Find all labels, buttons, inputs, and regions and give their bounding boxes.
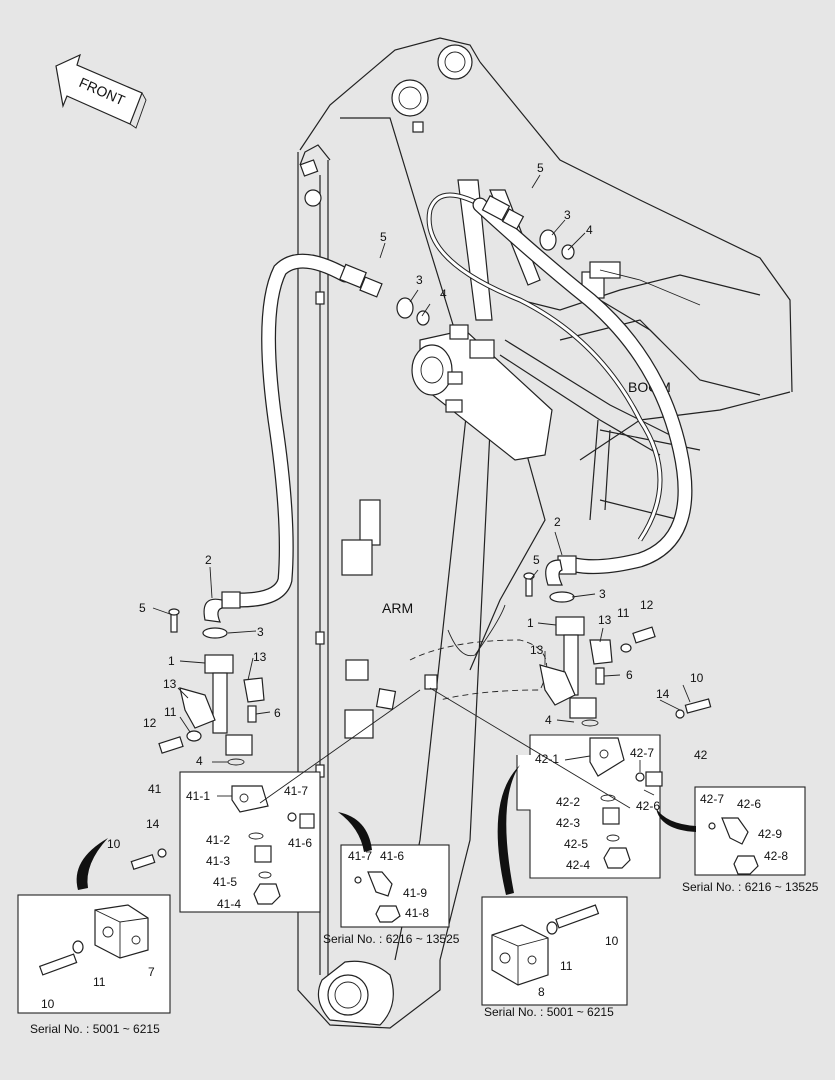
callout-4: 4 [196, 754, 203, 768]
callout-42-7: 42-7 [700, 792, 724, 806]
callout-13: 13 [530, 643, 544, 657]
callout-42-6: 42-6 [737, 797, 761, 811]
callout-7: 7 [148, 965, 155, 979]
callout-41-8: 41-8 [405, 906, 429, 920]
callout-labels: 5 3 4 5 3 4 2 5 3 1 13 13 11 6 12 4 41 4… [41, 161, 788, 1011]
callout-10: 10 [605, 934, 619, 948]
callout-13: 13 [598, 613, 612, 627]
callout-6: 6 [626, 668, 633, 682]
callout-13: 13 [253, 650, 267, 664]
callout-11: 11 [560, 959, 573, 973]
callout-3: 3 [257, 625, 264, 639]
callout-42-4: 42-4 [566, 858, 590, 872]
arm-structure [297, 37, 793, 1029]
hose-left [203, 253, 430, 623]
callout-10: 10 [41, 997, 55, 1011]
callout-4: 4 [586, 223, 593, 237]
callout-42-1: 42-1 [535, 752, 559, 766]
left-pipe-assembly [158, 608, 265, 766]
callout-41-4: 41-4 [217, 897, 241, 911]
leader-lines [152, 174, 691, 809]
callout-3: 3 [416, 273, 423, 287]
callout-13: 13 [163, 677, 177, 691]
callout-42-2: 42-2 [556, 795, 580, 809]
serial-label: Serial No. : 6216 ~ 13525 [323, 932, 460, 946]
detail-box-42 [516, 734, 663, 879]
upper-hose [426, 192, 663, 542]
callout-42-6: 42-6 [636, 799, 660, 813]
callout-11: 11 [617, 606, 630, 620]
hose-right [472, 194, 693, 586]
pointer-swoosh [76, 838, 108, 890]
callout-41-7: 41-7 [348, 849, 372, 863]
callout-42: 42 [694, 748, 708, 762]
callout-42-9: 42-9 [758, 827, 782, 841]
callout-41-3: 41-3 [206, 854, 230, 868]
callout-8: 8 [538, 985, 545, 999]
detail-box-serial-late-right [694, 786, 806, 876]
callout-5: 5 [533, 553, 540, 567]
callout-1: 1 [168, 654, 175, 668]
callout-3: 3 [599, 587, 606, 601]
pointer-swoosh [497, 765, 520, 895]
callout-41-5: 41-5 [213, 875, 237, 889]
callout-2: 2 [205, 553, 212, 567]
pointer-swoosh [338, 812, 372, 852]
callout-41-6: 41-6 [288, 836, 312, 850]
detail-box-serial-early-right [481, 896, 628, 1006]
callout-12: 12 [143, 716, 157, 730]
right-pipe-assembly [523, 572, 712, 727]
pointer-swoosh [656, 808, 696, 832]
callout-42-5: 42-5 [564, 837, 588, 851]
arm-label: ARM [382, 600, 413, 616]
callout-41-1: 41-1 [186, 789, 210, 803]
callout-41: 41 [148, 782, 162, 796]
serial-label: Serial No. : 5001 ~ 6215 [484, 1005, 614, 1019]
callout-3: 3 [564, 208, 571, 222]
callout-10: 10 [690, 671, 704, 685]
callout-12: 12 [640, 598, 654, 612]
detail-box-serial-late-left [340, 844, 450, 928]
serial-label: Serial No. : 6216 ~ 13525 [682, 880, 819, 894]
callout-42-8: 42-8 [764, 849, 788, 863]
callout-4: 4 [545, 713, 552, 727]
callout-41-7: 41-7 [284, 784, 308, 798]
callout-41-9: 41-9 [403, 886, 427, 900]
callout-11: 11 [93, 975, 106, 989]
front-arrow-icon [55, 53, 147, 129]
callout-41-2: 41-2 [206, 833, 230, 847]
detail-box-serial-early-left [17, 894, 171, 1014]
callout-14: 14 [656, 687, 670, 701]
callout-4: 4 [440, 287, 447, 301]
callout-11: 11 [164, 705, 177, 719]
callout-5: 5 [139, 601, 146, 615]
callout-6: 6 [274, 706, 281, 720]
callout-42-7: 42-7 [630, 746, 654, 760]
callout-5: 5 [380, 230, 387, 244]
callout-2: 2 [554, 515, 561, 529]
callout-1: 1 [527, 616, 534, 630]
detail-box-41 [130, 771, 321, 913]
callout-41-6: 41-6 [380, 849, 404, 863]
callout-10: 10 [107, 837, 121, 851]
serial-label: Serial No. : 5001 ~ 6215 [30, 1022, 160, 1036]
callout-5: 5 [537, 161, 544, 175]
callout-14: 14 [146, 817, 160, 831]
callout-42-3: 42-3 [556, 816, 580, 830]
